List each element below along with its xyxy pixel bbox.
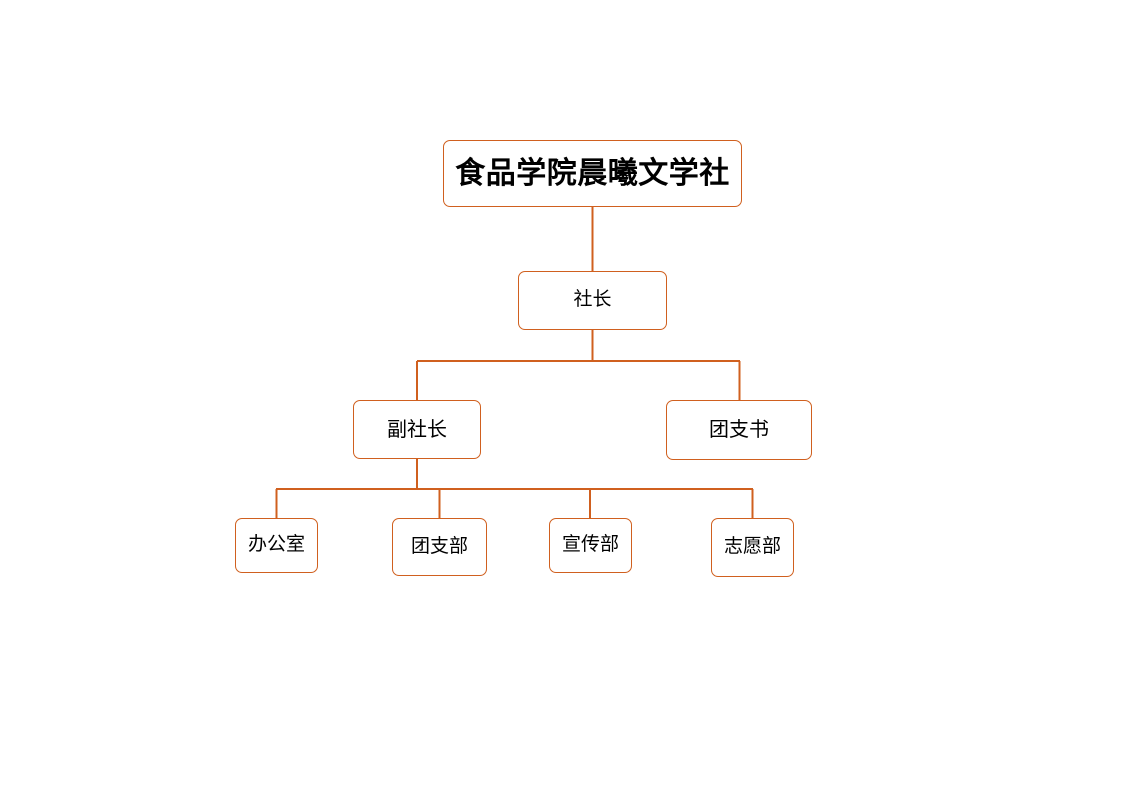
org-node-league-secretary-label: 团支书 [709, 419, 769, 441]
org-node-vice-president-label: 副社长 [387, 418, 447, 441]
org-node-president-label: 社长 [573, 289, 612, 311]
org-node-president[interactable]: 社长 [518, 271, 667, 330]
org-node-department-1-label: 团支部 [410, 535, 468, 557]
org-node-department-0-label: 办公室 [247, 534, 305, 556]
org-node-department-1[interactable]: 团支部 [392, 518, 487, 576]
org-node-department-3[interactable]: 志愿部 [711, 518, 794, 577]
org-node-department-2-label: 宣传部 [561, 534, 619, 556]
org-node-vice-president[interactable]: 副社长 [353, 400, 481, 459]
org-node-department-0[interactable]: 办公室 [235, 518, 318, 573]
org-node-root-label: 食品学院晨曦文学社 [455, 157, 730, 190]
org-node-league-secretary[interactable]: 团支书 [666, 400, 812, 460]
org-node-root[interactable]: 食品学院晨曦文学社 [443, 140, 742, 207]
org-node-department-2[interactable]: 宣传部 [549, 518, 632, 573]
org-node-department-3-label: 志愿部 [723, 536, 781, 558]
